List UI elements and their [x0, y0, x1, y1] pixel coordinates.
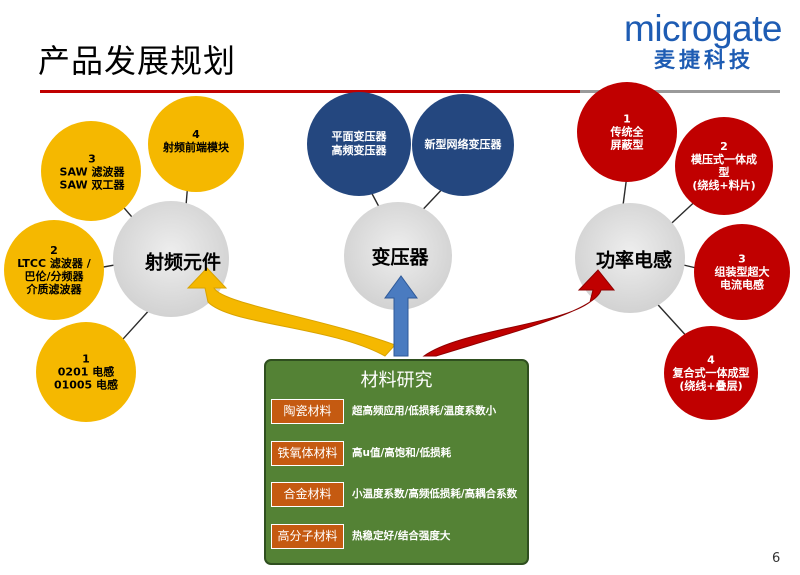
inductor-item-4-label: 复合式一体成型 (绕线+叠层)	[672, 366, 750, 393]
inductor-circle-3	[694, 224, 790, 320]
transformer-item-2: 新型网络变压器	[424, 138, 502, 151]
hub-label-transformer: 变压器	[371, 246, 429, 269]
materials-research-box: 材料研究 陶瓷材料 超高频应用/低损耗/温度系数小 铁氧体材料 高u值/高饱和/…	[264, 359, 529, 565]
page-number: 6	[772, 551, 781, 566]
inductor-item-2-label: 模压式一体成型 (绕线+料片)	[691, 153, 757, 192]
inductor-item-3-number: 3	[738, 252, 746, 266]
rf-circle-1	[36, 322, 136, 422]
rf-item-3-number: 3	[88, 152, 96, 166]
inductor-item-4-number: 4	[707, 353, 715, 367]
hub-circle-transformer	[344, 202, 452, 310]
rf-item-4: 4 射频前端模块	[163, 128, 229, 154]
title-underline-grey	[580, 90, 780, 93]
material-name-ceramic: 陶瓷材料	[271, 399, 344, 424]
inductor-item-3: 3 组装型超大 电流电感	[715, 253, 770, 292]
inductor-circle-2	[675, 117, 773, 215]
material-desc-polymer: 热稳定好/结合强度大	[352, 530, 451, 542]
rf-circle-3	[41, 121, 141, 221]
inductor-item-1-number: 1	[623, 112, 631, 126]
arrow-to-transformer	[384, 275, 418, 357]
transformer-item-1: 平面变压器 高频变压器	[331, 130, 387, 157]
company-logo-text: microgate	[624, 8, 782, 49]
company-logo-chinese: 麦捷科技	[654, 48, 754, 72]
rf-item-4-label: 射频前端模块	[163, 141, 229, 154]
material-name-polymer: 高分子材料	[271, 524, 344, 549]
rf-item-3: 3 SAW 滤波器 SAW 双工器	[60, 153, 125, 192]
arrow-to-rf	[186, 267, 396, 357]
rf-circle-4	[148, 96, 244, 192]
material-name-ferrite: 铁氧体材料	[271, 441, 344, 466]
rf-item-1-label: 0201 电感 01005 电感	[53, 365, 119, 392]
transformer-circle-1	[307, 92, 411, 196]
material-desc-alloy: 小温度系数/高频低损耗/高耦合系数	[352, 488, 518, 500]
rf-item-3-label: SAW 滤波器 SAW 双工器	[59, 165, 125, 192]
material-name-alloy: 合金材料	[271, 482, 344, 507]
hub-label-inductor: 功率电感	[595, 249, 673, 272]
inductor-circle-1	[577, 82, 677, 182]
rf-satellites	[4, 96, 244, 422]
title-underline-red	[40, 90, 580, 93]
inductor-item-4: 4 复合式一体成型 (绕线+叠层)	[673, 354, 750, 393]
inductor-item-2: 2 模压式一体成型 (绕线+料片)	[686, 140, 762, 192]
rf-item-1: 1 0201 电感 01005 电感	[54, 353, 118, 392]
page-title: 产品发展规划	[38, 42, 237, 80]
inductor-item-2-number: 2	[720, 140, 728, 153]
material-desc-ferrite: 高u值/高饱和/低损耗	[352, 447, 452, 459]
materials-title: 材料研究	[360, 370, 433, 391]
hub-label-rf: 射频元件	[144, 251, 222, 274]
rf-item-2-label: LTCC 滤波器 / 巴伦/分频器 介质滤波器	[17, 257, 91, 296]
rf-item-1-number: 1	[82, 352, 90, 366]
inductor-item-3-label: 组装型超大 电流电感	[714, 265, 770, 292]
transformer-satellites	[307, 92, 514, 196]
material-desc-ceramic: 超高频应用/低损耗/温度系数小	[352, 405, 497, 417]
rf-circle-2	[4, 220, 104, 320]
rf-item-2: 2 LTCC 滤波器 / 巴伦/分频器 介质滤波器	[17, 244, 91, 296]
inductor-item-1: 1 传统全 屏蔽型	[611, 113, 644, 152]
arrow-to-inductor	[422, 269, 616, 357]
transformer-circle-2	[412, 94, 514, 196]
rf-item-4-number: 4	[192, 128, 200, 141]
rf-item-2-number: 2	[50, 244, 58, 257]
inductor-item-1-label: 传统全 屏蔽型	[610, 125, 644, 152]
inductor-circle-4	[664, 326, 758, 420]
inductor-satellites	[577, 82, 790, 420]
